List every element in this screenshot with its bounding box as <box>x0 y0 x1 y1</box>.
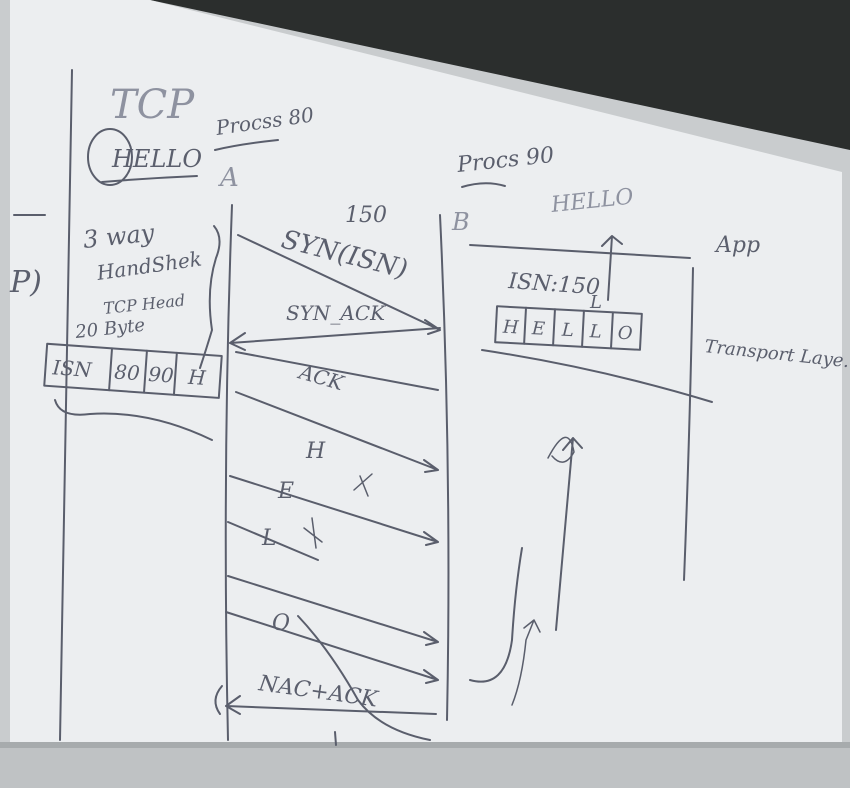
layer-line-top <box>469 244 691 259</box>
scribble-loop <box>547 436 575 463</box>
timeline-a <box>224 204 233 741</box>
o-arrow <box>225 611 439 684</box>
tcp-label: TCP <box>110 82 195 128</box>
synack-arrow <box>229 327 441 351</box>
host-a-label: A <box>218 163 239 193</box>
right-vertical-line <box>683 267 694 581</box>
process-a-strike <box>214 139 279 151</box>
header-cell-80: 80 <box>114 360 141 386</box>
buffer-cell-l2: L <box>588 321 602 343</box>
left-vertical-line <box>59 69 73 741</box>
buffer-cell-h: H <box>501 317 519 339</box>
up-arrow-2 <box>469 547 523 683</box>
seq-number: 150 <box>345 203 387 228</box>
whiteboard-surface <box>10 0 842 760</box>
l-arrow-2 <box>227 575 439 646</box>
layer-line-mid <box>481 349 713 403</box>
up-arrow-1 <box>555 437 583 631</box>
e-label: E <box>277 479 294 504</box>
l-note: L <box>589 292 602 313</box>
hello-circle <box>87 128 133 186</box>
buffer-cell-l1: L <box>560 320 574 342</box>
o-curve <box>297 615 431 741</box>
e-arrow <box>229 475 439 546</box>
nack-bracket <box>214 685 223 715</box>
header-cell-90: 90 <box>147 362 174 388</box>
handshake-brace <box>199 225 221 369</box>
timeline-b <box>439 214 450 721</box>
ack-arrow <box>235 351 439 391</box>
tcp-header-box: ISN 80 90 H <box>43 342 223 399</box>
l-arrow <box>227 521 319 561</box>
h-arrow <box>235 391 439 473</box>
host-b-label: B <box>451 208 470 236</box>
o-label: O <box>272 611 290 636</box>
synack-label: SYN_ACK <box>286 301 386 325</box>
nack-arrow <box>225 695 437 715</box>
buffer-cell-o: O <box>617 323 633 345</box>
buffer-cell-e: E <box>530 318 545 340</box>
bottom-tick <box>334 731 337 746</box>
e-lost-mark <box>353 473 373 497</box>
process-b-underline <box>461 182 506 188</box>
receive-buffer: H E L L O <box>494 305 643 351</box>
marker-tray <box>0 742 850 788</box>
app-label: App <box>714 233 760 258</box>
up-arrow-app <box>601 235 623 301</box>
h-label: H <box>305 439 326 464</box>
up-arrow-3 <box>511 619 541 706</box>
hello-underline <box>101 175 198 183</box>
paren-fragment: P) <box>9 265 42 300</box>
header-cell-h: H <box>186 365 207 390</box>
tray-edge <box>0 742 850 748</box>
l-lost-mark <box>303 517 323 549</box>
header-cell-isn: ISN <box>51 355 94 382</box>
hello-left-label: HELLO <box>111 145 202 173</box>
header-underbrace <box>54 399 213 441</box>
